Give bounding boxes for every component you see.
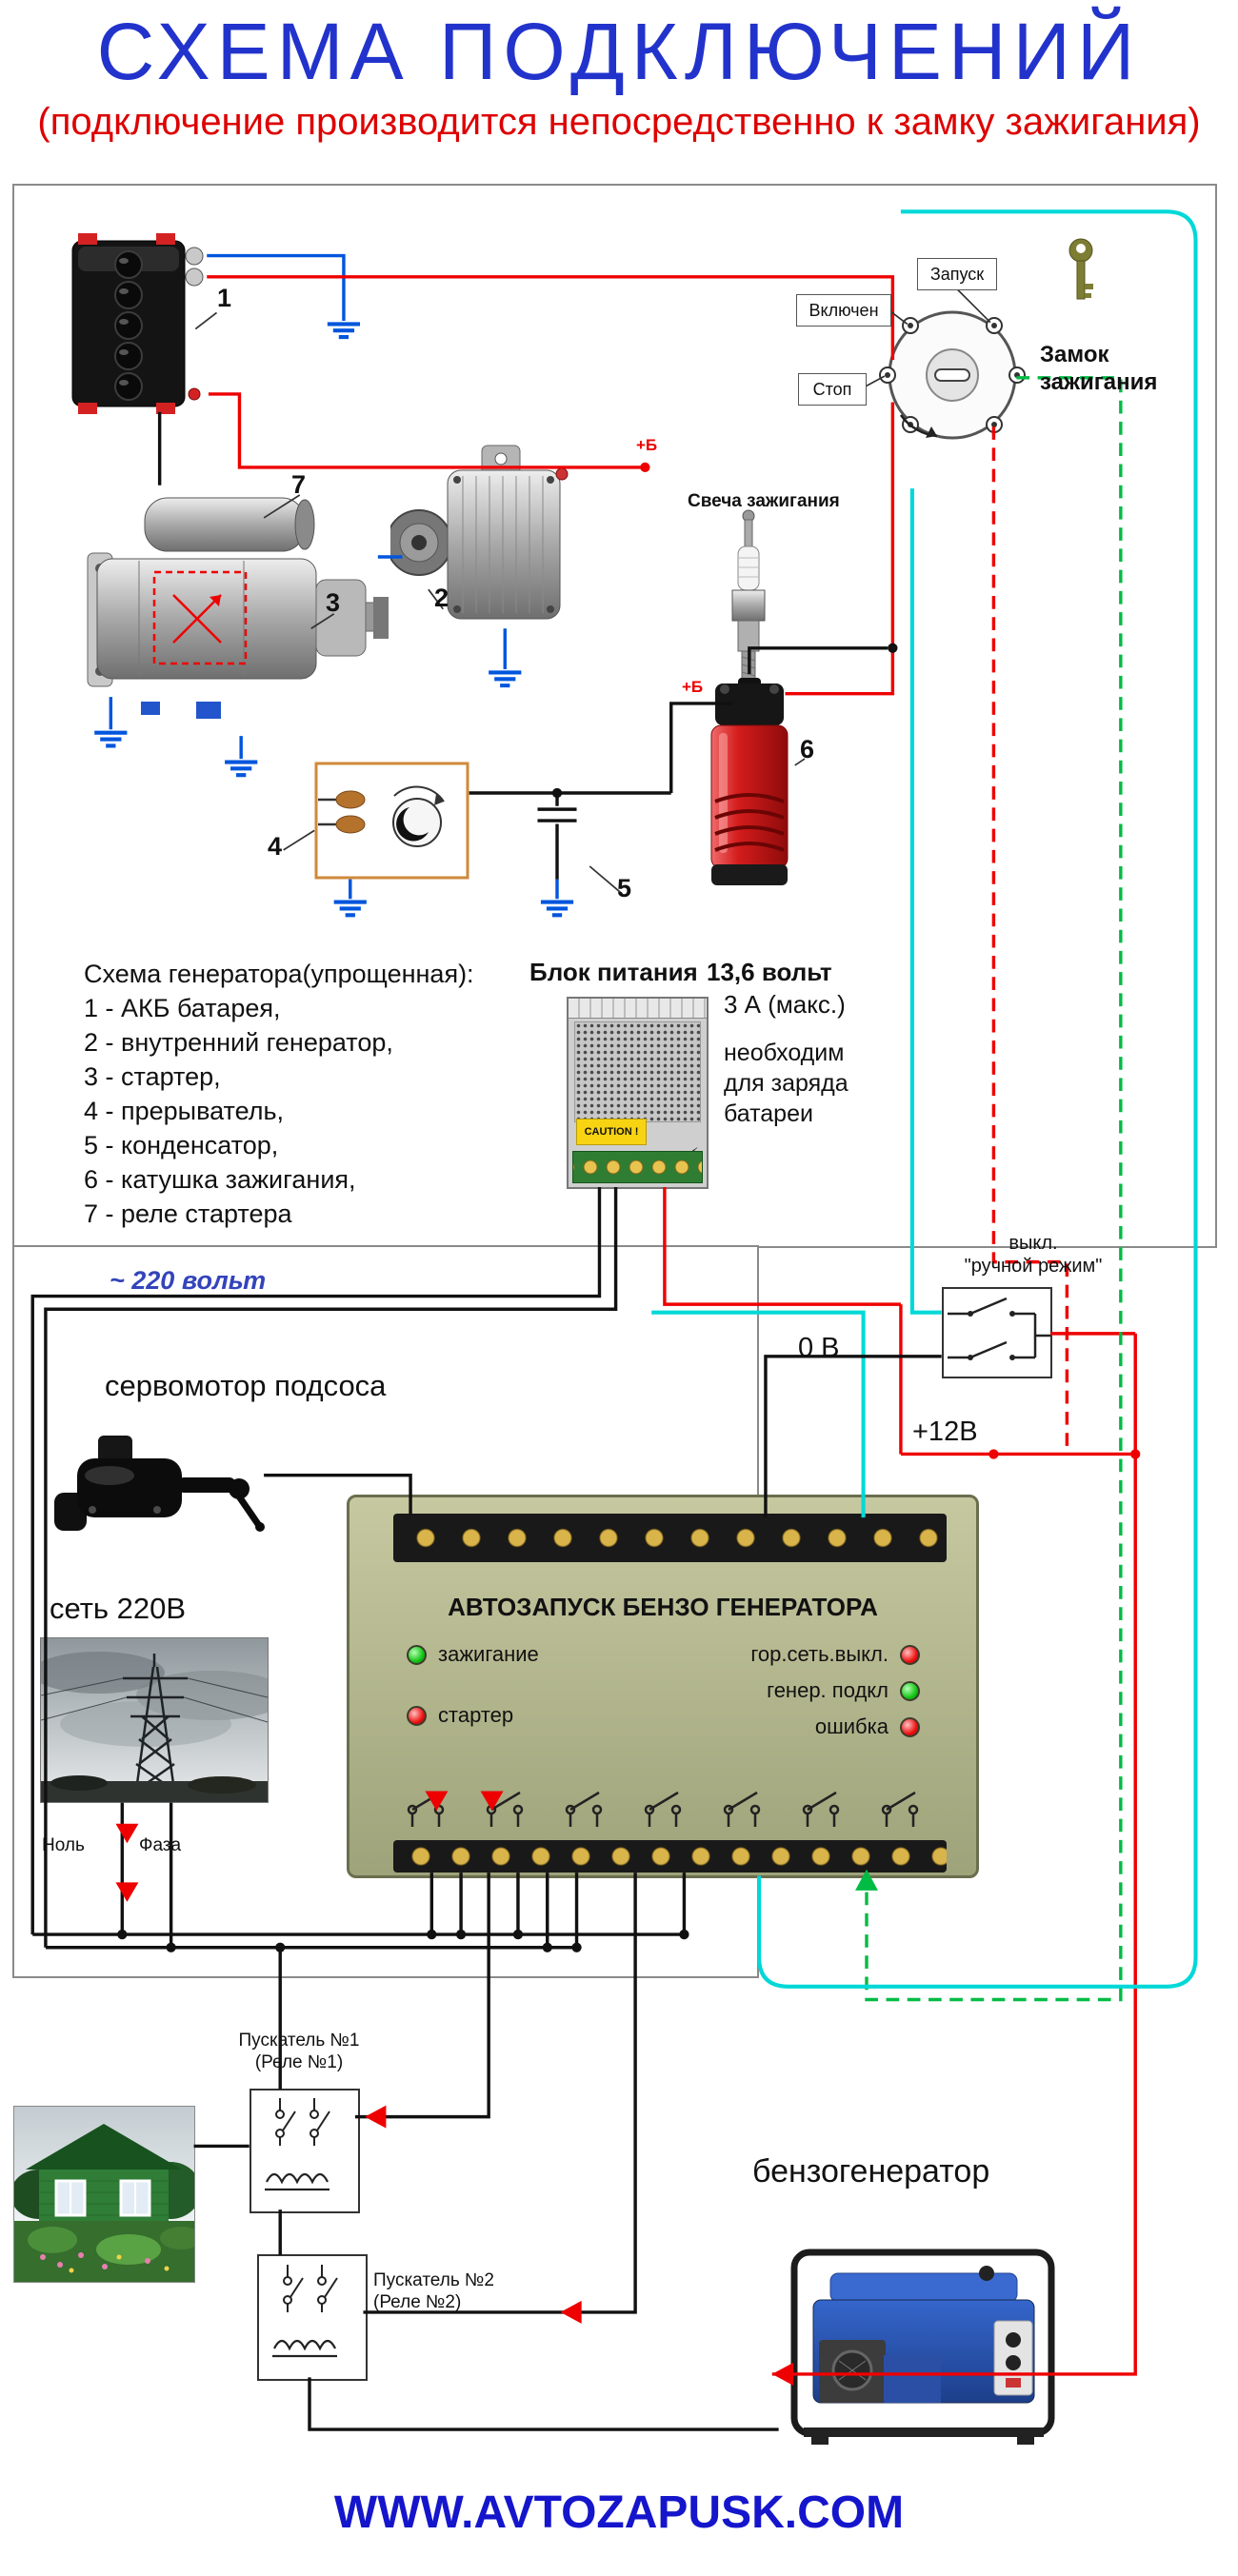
- battery-illustration: [69, 233, 210, 414]
- power-grid-photo: [40, 1637, 269, 1803]
- component-number-4: 4: [268, 832, 283, 861]
- lock-position-on: Включен: [796, 294, 891, 327]
- plus-b-label-alternator: +Б: [636, 436, 658, 454]
- generator-label: бензогенератор: [752, 2153, 990, 2190]
- legend-item: 5 - конденсатор,: [84, 1131, 279, 1159]
- manual-switch-label: выкл. "ручной режим": [964, 1233, 1103, 1277]
- component-number-1: 1: [217, 284, 232, 312]
- controller-title: АВТОЗАПУСК БЕНЗО ГЕНЕРАТОРА: [448, 1593, 878, 1621]
- ignition-led: [407, 1644, 427, 1665]
- error-led-label: ошибка: [814, 1714, 889, 1738]
- component-number-5: 5: [617, 874, 632, 902]
- spark-plug-illustration: [719, 508, 778, 695]
- neutral-label: Ноль: [42, 1835, 85, 1855]
- autostart-controller: АВТОЗАПУСК БЕНЗО ГЕНЕРАТОРА зажигание ст…: [347, 1495, 979, 1878]
- mains-led-label: гор.сеть.выкл.: [750, 1642, 889, 1666]
- footer-link[interactable]: WWW.AVTOZAPUSK.COM: [333, 2487, 905, 2538]
- relay1-illustration: [250, 2089, 360, 2213]
- controller-relay-contacts: [407, 1791, 919, 1829]
- led-row-starter: стартер: [407, 1703, 513, 1728]
- relay1-label: Пускатель №1 (Реле №1): [238, 2031, 360, 2072]
- mains-voltage-label: ~ 220 вольт: [110, 1266, 267, 1295]
- psu-caution-sticker: CAUTION !: [576, 1119, 647, 1145]
- generator-photo: [777, 2241, 1068, 2450]
- grid-label: сеть 220В: [50, 1592, 187, 1625]
- component-number-3: 3: [326, 588, 341, 617]
- legend-item: 1 - АКБ батарея,: [84, 994, 281, 1022]
- psu-note: необходим для заряда батареи: [724, 1040, 849, 1127]
- legend-item: 4 - прерыватель,: [84, 1097, 285, 1125]
- generator-led-label: генер. подкл: [767, 1678, 889, 1702]
- psu-name: Блок питания: [529, 958, 698, 986]
- phase-label: Фаза: [139, 1835, 182, 1855]
- generator-led: [900, 1680, 920, 1701]
- choke-servo-illustration: [43, 1409, 271, 1556]
- servo-label: сервомотор подсоса: [105, 1369, 387, 1402]
- led-row-mains: гор.сеть.выкл.: [655, 1642, 920, 1667]
- page-subtitle: (подключение производится непосредственн…: [37, 101, 1201, 143]
- led-row-ignition: зажигание: [407, 1642, 539, 1667]
- page-title: СХЕМА ПОДКЛЮЧЕНИЙ: [96, 7, 1142, 96]
- ignition-coil-illustration: [700, 678, 799, 893]
- component-number-2: 2: [434, 584, 449, 612]
- breaker-illustration: [314, 762, 469, 880]
- relay2-illustration: [257, 2254, 368, 2381]
- twelve-volt-label: +12В: [912, 1417, 978, 1447]
- starter-led-label: стартер: [438, 1703, 514, 1727]
- psu-illustration: CAUTION ! ⚡: [567, 997, 709, 1189]
- led-row-error: ошибка: [655, 1714, 920, 1739]
- relay2-label: Пускатель №2 (Реле №2): [373, 2270, 494, 2312]
- legend-item: 6 - катушка зажигания,: [84, 1165, 356, 1194]
- legend-item: 2 - внутренний генератор,: [84, 1028, 393, 1057]
- house-photo: [13, 2106, 195, 2283]
- mains-led: [900, 1644, 920, 1665]
- lock-position-stop: Стоп: [798, 373, 867, 406]
- manual-mode-switch[interactable]: [942, 1287, 1052, 1378]
- lock-position-start: Запуск: [917, 258, 997, 290]
- psu-terminal-block: [572, 1151, 703, 1183]
- legend-item: 3 - стартер,: [84, 1062, 221, 1091]
- zero-volt-label: 0 В: [798, 1333, 840, 1363]
- component-number-6: 6: [800, 735, 815, 763]
- starter-illustration: [82, 481, 392, 766]
- key-icon: [1064, 238, 1098, 307]
- plus-b-label-coil: +Б: [682, 678, 704, 696]
- psu-label-strip: [569, 999, 707, 1019]
- psu-voltage: 13,6 вольт: [707, 958, 832, 986]
- component-number-7: 7: [291, 470, 307, 499]
- legend-item: 7 - реле стартера: [84, 1199, 292, 1228]
- ignition-led-label: зажигание: [438, 1642, 539, 1666]
- ignition-lock-label: Замок зажигания: [1040, 342, 1158, 395]
- controller-bottom-terminals[interactable]: [393, 1840, 947, 1873]
- alternator-illustration: [390, 426, 573, 651]
- legend: Схема генератора(упрощенная): 1 - АКБ ба…: [84, 957, 474, 1231]
- starter-led: [407, 1705, 427, 1726]
- psu-vent-holes: [574, 1021, 701, 1122]
- psu-current: 3 А (макс.): [724, 990, 846, 1019]
- controller-top-terminals[interactable]: [393, 1514, 947, 1562]
- error-led: [900, 1716, 920, 1737]
- spark-plug-label: Свеча зажигания: [688, 491, 840, 511]
- led-row-generator: генер. подкл: [655, 1678, 920, 1703]
- legend-title: Схема генератора(упрощенная):: [84, 960, 474, 988]
